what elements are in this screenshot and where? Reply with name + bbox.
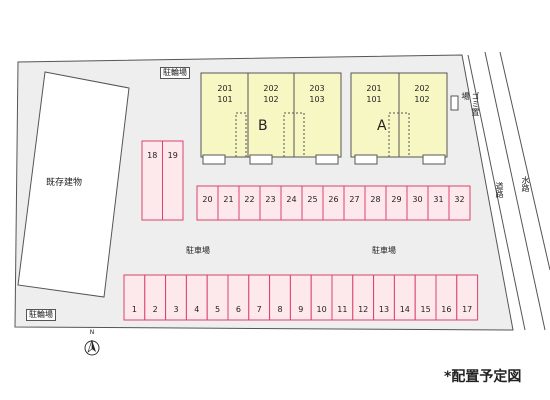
parking-number-28: 28 (370, 195, 380, 204)
building-b-unit-3-upper: 203 (309, 84, 325, 93)
building-b-name: B (258, 118, 268, 134)
building-a-unit-2-upper: 202 (414, 84, 430, 93)
building-a-unit-1-lower: 101 (366, 95, 382, 104)
parking-number-26: 26 (328, 195, 338, 204)
bike-parking-bottom-label: 駐輪場 (26, 309, 56, 321)
building-b-unit-2-lower: 102 (263, 95, 279, 104)
parking-number-32: 32 (454, 195, 464, 204)
parking-number-10: 10 (317, 305, 327, 314)
parking-number-13: 13 (379, 305, 389, 314)
building-b-unit-2-upper: 202 (263, 84, 279, 93)
parking-number-12: 12 (358, 305, 368, 314)
parking-number-7: 7 (257, 305, 262, 314)
building-a-stair (388, 112, 410, 157)
parking-number-30: 30 (412, 195, 422, 204)
parking-number-19: 19 (168, 151, 178, 160)
building-b-stair-1 (235, 112, 247, 157)
building-b-stair-2 (283, 112, 305, 157)
parking-number-18: 18 (147, 151, 157, 160)
parking-number-3: 3 (173, 305, 178, 314)
parking-group-20-32: 20 21 22 23 24 25 26 27 28 29 30 31 32 (196, 185, 471, 221)
parking-number-24: 24 (286, 195, 296, 204)
parking-number-20: 20 (202, 195, 212, 204)
parking-number-2: 2 (153, 305, 158, 314)
building-b-entry-3 (315, 154, 339, 165)
parking-number-16: 16 (441, 305, 451, 314)
existing-building-label: 既存建物 (45, 178, 82, 188)
parking-stall-17 (456, 274, 479, 321)
page-title: *配置予定図 (444, 369, 522, 385)
bike-parking-top-label: 駐輪場 (160, 67, 190, 79)
road-line-2 (484, 51, 546, 331)
road-label: 道路 (495, 182, 504, 198)
garbage-area-box (450, 95, 459, 111)
parking-number-4: 4 (194, 305, 199, 314)
parking-number-9: 9 (298, 305, 303, 314)
waterway-label: 水路 (521, 176, 530, 192)
building-a-entry-2 (422, 154, 446, 165)
parking-number-17: 17 (462, 305, 472, 314)
building-a-entry-1 (354, 154, 378, 165)
building-a-name: A (377, 118, 387, 134)
parking-number-21: 21 (223, 195, 233, 204)
parking-number-23: 23 (265, 195, 275, 204)
parking-number-31: 31 (433, 195, 443, 204)
north-label: N (89, 329, 95, 336)
building-a-unit-2-lower: 102 (414, 95, 430, 104)
parking-stall-19 (162, 140, 184, 221)
parking-number-5: 5 (215, 305, 220, 314)
existing-building-shape (17, 71, 130, 298)
north-arrow-icon (84, 339, 100, 356)
parking-left-label: 駐車場 (186, 246, 210, 255)
building-a-unit-1-upper: 201 (366, 84, 382, 93)
parking-number-29: 29 (391, 195, 401, 204)
parking-number-11: 11 (337, 305, 347, 314)
road-line-1 (467, 54, 526, 331)
parking-number-6: 6 (236, 305, 241, 314)
road-line-3 (499, 51, 550, 271)
parking-right-label: 駐車場 (372, 246, 396, 255)
building-b-entry-2 (249, 154, 273, 165)
parking-number-14: 14 (400, 305, 410, 314)
garbage-area-label: ゴミ置場 (461, 92, 480, 116)
parking-number-8: 8 (277, 305, 282, 314)
parking-number-15: 15 (421, 305, 431, 314)
parking-number-1: 1 (132, 305, 137, 314)
building-b-unit-1-lower: 101 (217, 95, 233, 104)
building-b-unit-1-upper: 201 (217, 84, 233, 93)
building-b-entry-1 (202, 154, 226, 165)
parking-number-27: 27 (349, 195, 359, 204)
building-b-unit-3-lower: 103 (309, 95, 325, 104)
parking-stall-32 (448, 185, 471, 221)
parking-number-25: 25 (307, 195, 317, 204)
parking-number-22: 22 (244, 195, 254, 204)
